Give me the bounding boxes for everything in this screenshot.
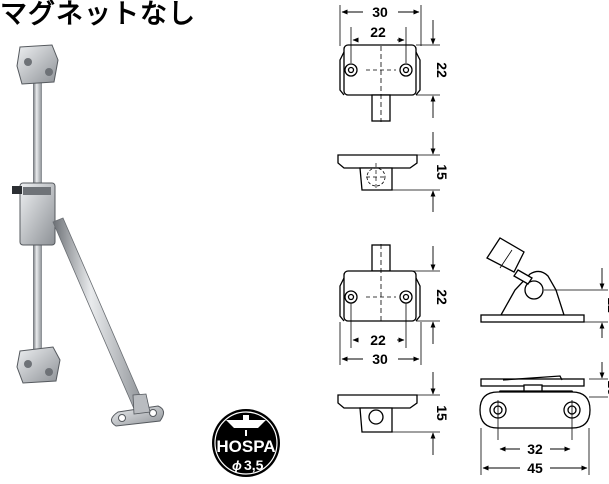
top-side-height-dim: 15 — [434, 164, 450, 180]
bottom-mount-plate — [16, 346, 61, 384]
hinge-base-spacing-dim: 32 — [527, 441, 543, 457]
bottom-front-width-dim: 30 — [372, 351, 388, 367]
hinge-base-length-dim: 45 — [527, 460, 543, 476]
diagonal-arm — [52, 217, 149, 419]
foot-plate — [111, 393, 164, 427]
bottom-latch-front-view — [339, 244, 440, 365]
stay-product-image — [12, 44, 164, 427]
bottom-latch-side-view — [337, 372, 440, 455]
slider-block — [12, 182, 56, 246]
hinge-base-top-view — [479, 362, 608, 475]
screw-diameter: 3,5 — [244, 457, 264, 473]
hinge-side-view — [480, 237, 608, 338]
top-front-spacing-dim: 22 — [370, 24, 386, 40]
top-mount-plate — [16, 44, 59, 85]
diameter-symbol: ϕ — [232, 458, 242, 473]
hinge-side-height-dim: 12 — [605, 297, 609, 313]
top-front-height-dim: 22 — [434, 62, 450, 78]
hinge-base-height-dim: 10 — [605, 380, 609, 396]
hospa-screw-badge: HOSPA ϕ 3,5 — [212, 409, 280, 477]
top-front-width-dim: 30 — [372, 4, 388, 20]
bottom-front-height-dim: 22 — [434, 289, 450, 305]
top-latch-front-view — [339, 5, 440, 122]
bottom-front-spacing-dim: 22 — [370, 332, 386, 348]
bottom-side-height-dim: 15 — [434, 405, 450, 421]
top-latch-side-view — [337, 132, 440, 212]
hospa-brand-text: HOSPA — [216, 437, 275, 456]
page-title: マグネットなし — [0, 0, 196, 30]
